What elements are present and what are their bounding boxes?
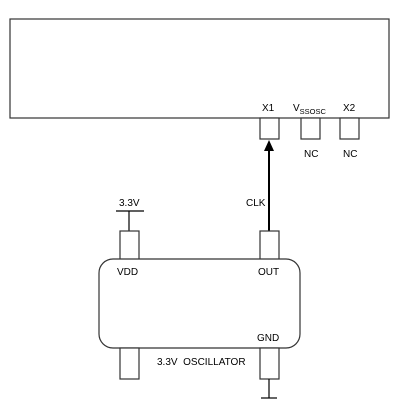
oscillator-pin-vdd — [119, 230, 140, 261]
nc-label-vssosc: NC — [304, 149, 318, 160]
oscillator-pin-label-vdd: VDD — [117, 267, 138, 278]
oscillator-pin-bottom-left — [119, 347, 140, 380]
oscillator-pin-label-out: OUT — [258, 267, 279, 278]
oscillator-pin-out — [259, 230, 280, 261]
mcu-pin-label-vss-sub: SSOSC — [300, 107, 327, 116]
microcontroller-block — [9, 18, 390, 119]
oscillator-pin-label-gnd: GND — [257, 333, 279, 344]
mcu-pin-x2 — [339, 117, 360, 140]
clk-label: CLK — [246, 198, 266, 209]
mcu-pin-vssosc — [300, 117, 321, 140]
mcu-pin-label-x1: X1 — [262, 103, 275, 114]
mcu-pin-x1 — [259, 117, 280, 140]
mcu-pin-label-vss-main: V — [293, 103, 300, 114]
oscillator-name-label: 3.3V OSCILLATOR — [157, 357, 246, 368]
supply-voltage-label: 3.3V — [119, 198, 140, 209]
mcu-pin-label-vssosc: VSSOSC — [293, 103, 327, 116]
clk-arrowhead — [264, 140, 274, 151]
mcu-pin-label-x2: X2 — [343, 103, 356, 114]
oscillator-body — [98, 258, 301, 349]
oscillator-pin-gnd — [259, 347, 280, 380]
nc-label-x2: NC — [343, 149, 357, 160]
